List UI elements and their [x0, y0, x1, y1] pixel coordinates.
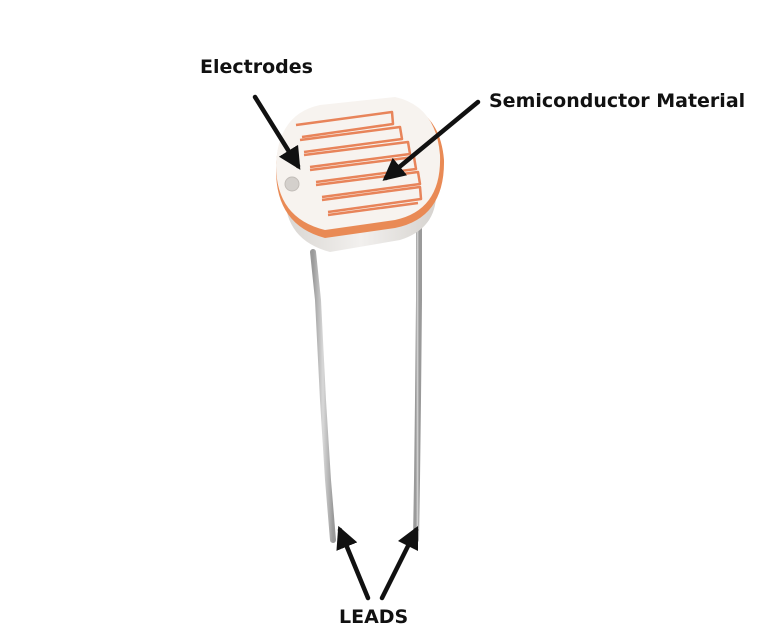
- right-lead-arrow: [379, 525, 419, 601]
- leads-label: LEADS: [339, 606, 409, 628]
- leads-group: [310, 219, 422, 543]
- semiconductor-material-label: Semiconductor Material: [489, 90, 746, 112]
- photoresistor-body: [276, 97, 445, 252]
- left-lead-arrow: [336, 525, 371, 601]
- right-lead: [413, 219, 422, 543]
- semiconductor-arrow: [382, 99, 481, 181]
- left-lead: [310, 249, 336, 543]
- arrows: [252, 94, 481, 601]
- electrodes-arrow: [252, 94, 301, 170]
- semiconductor-traces: [295, 110, 423, 217]
- electrode-dot: [284, 176, 300, 192]
- electrodes-label: Electrodes: [200, 56, 313, 78]
